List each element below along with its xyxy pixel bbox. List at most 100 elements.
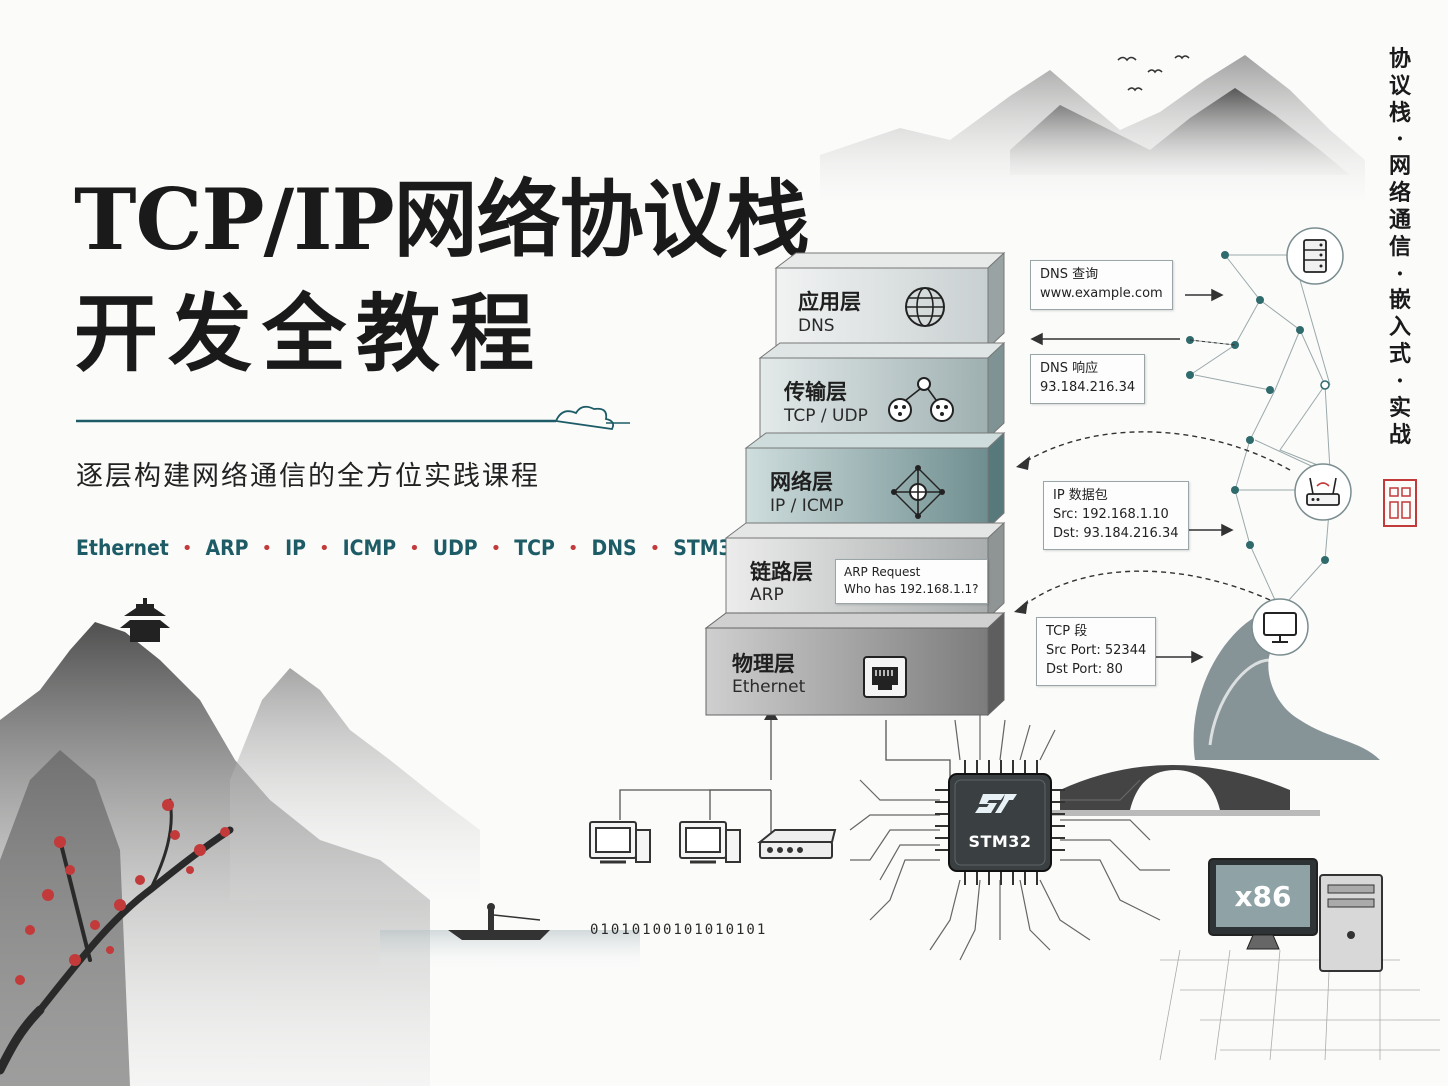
network-switch-icon — [757, 829, 837, 859]
pc-screen-label: x86 — [1234, 880, 1292, 913]
tcp-segment-box: TCP 段 Src Port: 52344 Dst Port: 80 — [1036, 617, 1157, 686]
binary-stream: 01010100101010101 — [590, 922, 768, 938]
layer-block-application — [774, 251, 1006, 350]
red-seal-stamp — [1383, 479, 1417, 527]
side-char: 信 — [1388, 233, 1411, 260]
side-char: 嵌 — [1388, 287, 1411, 314]
dns-query-value: www.example.com — [1040, 285, 1163, 301]
page-title-line1: TCP/IP网络协议栈 — [74, 170, 810, 269]
pagoda-icon — [120, 598, 170, 642]
arch-bridge-icon — [1040, 765, 1320, 816]
devices-tree-lines — [619, 715, 951, 836]
left-mountains — [0, 622, 480, 1086]
circuit-traces — [849, 715, 1170, 961]
x86-desktop-icon — [1208, 858, 1383, 972]
arp-request-title: ARP Request — [844, 565, 921, 579]
separator-dot: • — [567, 537, 579, 559]
circuit-grid — [1159, 949, 1440, 1061]
plum-blossom-branch-icon — [0, 798, 234, 1075]
dns-response-value: 93.184.216.34 — [1040, 379, 1136, 395]
side-char: 络 — [1388, 180, 1411, 207]
side-char: · — [1396, 367, 1404, 394]
side-char: 议 — [1388, 72, 1411, 99]
tag-ip: IP — [285, 536, 306, 560]
layer-block-physical — [704, 611, 1006, 717]
side-char: 式 — [1388, 341, 1411, 368]
side-char: 实 — [1388, 394, 1411, 421]
layer-name-network: 网络层 — [770, 470, 833, 494]
network-hub-icon — [891, 465, 945, 519]
side-char: 栈 — [1388, 99, 1411, 126]
layer-protocol-link: ARP — [750, 585, 784, 605]
layer-name-transport: 传输层 — [784, 380, 847, 404]
tag-icmp: ICMP — [342, 536, 397, 560]
page-title-line2: 开发全教程 — [74, 284, 545, 383]
separator-dot: • — [318, 537, 330, 559]
ip-packet-dst: Dst: 93.184.216.34 — [1053, 525, 1179, 541]
tag-dns: DNS — [591, 536, 637, 560]
wave-icon — [1193, 605, 1380, 760]
desktop-computer-icon — [679, 821, 741, 864]
layer-protocol-network: IP / ICMP — [770, 496, 844, 516]
arp-request-detail: Who has 192.168.1.1? — [844, 582, 979, 597]
stm32-chip-label: STM32 — [968, 832, 1032, 851]
boat-icon — [448, 903, 550, 940]
side-char: 战 — [1388, 421, 1411, 448]
dns-response-box: DNS 响应 93.184.216.34 — [1030, 354, 1146, 404]
layer-protocol-physical: Ethernet — [732, 677, 806, 697]
monitor-icon — [1251, 598, 1309, 656]
side-char: 协 — [1388, 46, 1411, 72]
network-graph — [1189, 254, 1331, 611]
side-char: 通 — [1388, 206, 1411, 233]
router-icon — [1294, 463, 1352, 521]
side-char: 网 — [1388, 153, 1411, 180]
layer-name-link: 链路层 — [750, 560, 813, 584]
top-right-mountains — [820, 55, 1365, 200]
transport-nodes-icon — [888, 377, 954, 422]
layer-block-transport — [758, 341, 1006, 440]
stm32-chip — [935, 760, 1065, 885]
layer-protocol-transport: TCP / UDP — [784, 406, 868, 426]
tcp-segment-src: Src Port: 52344 — [1046, 642, 1147, 658]
separator-dot: • — [181, 537, 193, 559]
side-char: 入 — [1388, 314, 1411, 341]
ethernet-port-icon — [863, 656, 907, 698]
tcp-segment-title: TCP 段 — [1046, 624, 1088, 639]
dns-query-box: DNS 查询 www.example.com — [1030, 260, 1173, 310]
tag-arp: ARP — [205, 536, 249, 560]
separator-dot: • — [409, 537, 420, 559]
dns-query-title: DNS 查询 — [1040, 267, 1099, 282]
tcp-segment-dst: Dst Port: 80 — [1046, 661, 1123, 677]
page-subtitle: 逐层构建网络通信的全方位实践课程 — [76, 461, 540, 492]
globe-icon — [905, 287, 945, 327]
dns-response-title: DNS 响应 — [1040, 361, 1099, 376]
layer-protocol-application: DNS — [798, 316, 835, 336]
ip-packet-box: IP 数据包 Src: 192.168.1.10 Dst: 93.184.216… — [1043, 481, 1189, 550]
side-char: · — [1396, 260, 1404, 287]
server-icon — [1286, 227, 1344, 285]
tag-tcp: TCP — [514, 536, 555, 560]
side-char: · — [1396, 126, 1404, 153]
arp-request-box: ARP Request Who has 192.168.1.1? — [835, 559, 988, 604]
vertical-side-text: 协 议 栈 · 网 络 通 信 · 嵌 入 式 · 实 战 — [1384, 46, 1416, 448]
layer-name-physical: 物理层 — [732, 652, 795, 676]
layer-name-application: 应用层 — [798, 290, 861, 314]
dashed-arrows — [1017, 431, 1291, 611]
solid-arrows — [1030, 288, 1234, 664]
protocol-tag-list: Ethernet• ARP• IP• ICMP• UDP• TCP• DNS• … — [76, 536, 745, 560]
separator-dot: • — [261, 537, 273, 559]
bird-icon — [1117, 55, 1190, 92]
arrow-heads — [1014, 456, 1030, 614]
tag-udp: UDP — [432, 536, 478, 560]
tag-ethernet: Ethernet — [76, 536, 169, 560]
layer-block-network — [744, 431, 1006, 530]
desktop-computer-icon — [589, 821, 651, 864]
network-nodes — [1186, 251, 1330, 564]
separator-dot: • — [490, 537, 502, 559]
dotted-link — [1189, 339, 1236, 346]
ip-packet-src: Src: 192.168.1.10 — [1053, 506, 1169, 522]
ip-packet-title: IP 数据包 — [1053, 488, 1108, 503]
title-divider — [76, 405, 630, 430]
protocol-layer-stack — [704, 251, 1006, 717]
